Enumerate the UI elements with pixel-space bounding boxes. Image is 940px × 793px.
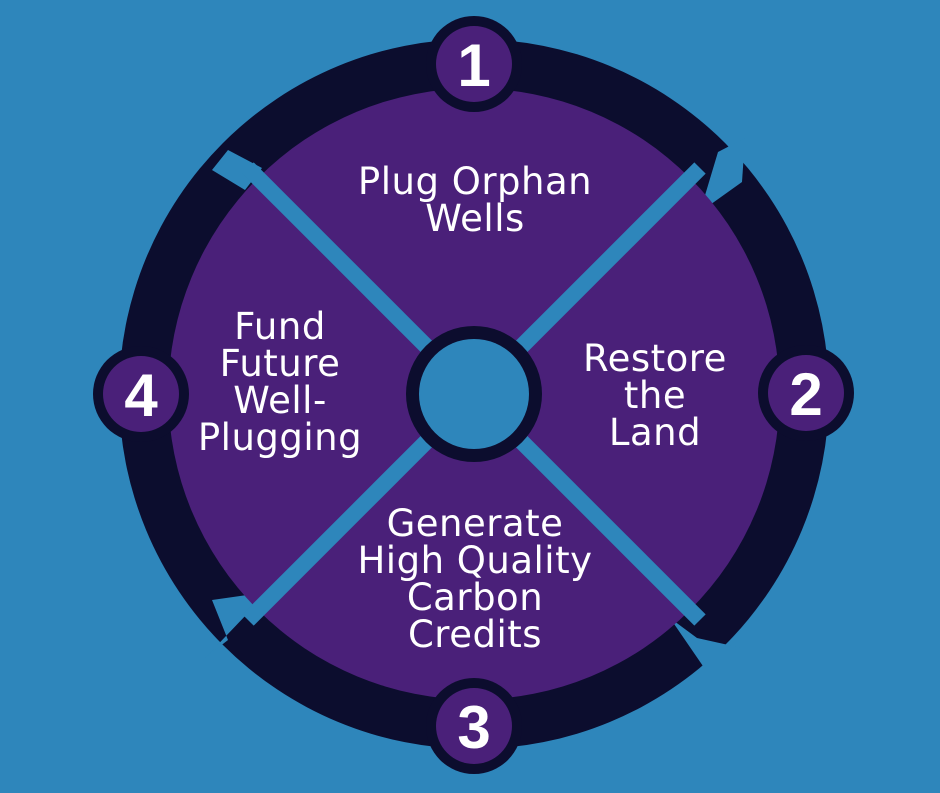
ring-arrow-gap-top-right xyxy=(700,138,745,212)
badge-step-4: 4 xyxy=(93,346,189,442)
badge-step-2: 2 xyxy=(758,345,854,441)
badge-number-4: 4 xyxy=(124,362,158,429)
step-2-label: Restore the Land xyxy=(583,337,727,454)
ring-arrow-gap-bottom-right xyxy=(670,618,742,688)
badge-step-1: 1 xyxy=(426,16,522,112)
badge-number-1: 1 xyxy=(457,32,490,99)
badge-number-2: 2 xyxy=(789,361,822,428)
segment-top xyxy=(258,88,690,394)
segment-bottom xyxy=(258,394,690,700)
segment-left xyxy=(168,178,474,610)
step-1-label: Plug Orphan Wells xyxy=(357,160,593,240)
step-3-label: Generate High Quality Carbon Credits xyxy=(357,502,593,656)
segment-right xyxy=(474,178,780,610)
center-hub xyxy=(419,339,529,449)
step-4-label: Fund Future Well- Plugging xyxy=(197,305,363,459)
badge-step-3: 3 xyxy=(426,678,522,774)
badge-number-3: 3 xyxy=(457,694,490,761)
